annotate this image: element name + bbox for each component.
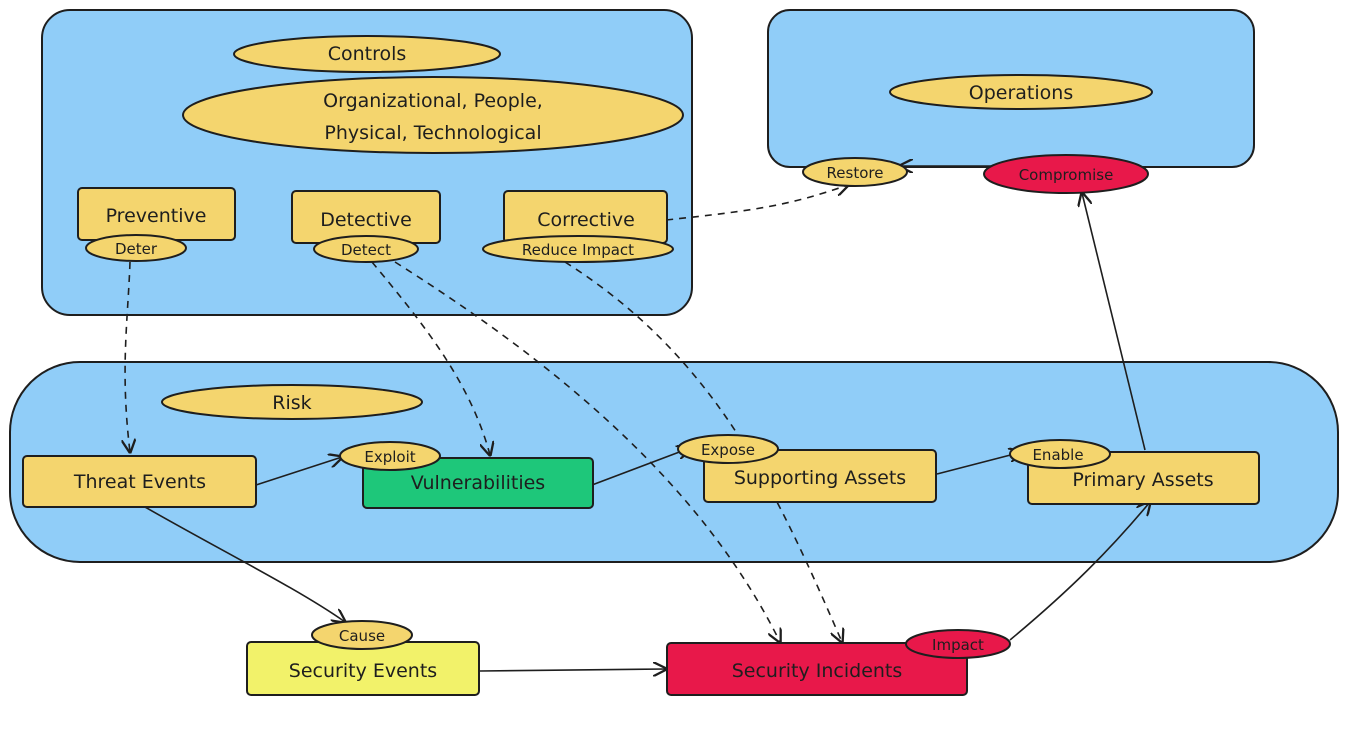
- security-incidents-box: [666, 642, 968, 696]
- vulnerabilities-box: [362, 457, 594, 509]
- controls-title: Controls: [328, 43, 407, 65]
- detect-bubble: [313, 235, 419, 263]
- edge-impact-primary: [1009, 502, 1150, 641]
- restore-bubble: [802, 157, 908, 187]
- cause-label: Cause: [339, 627, 385, 645]
- edge-threat-exploit: [255, 457, 342, 486]
- exploit-bubble: [339, 441, 441, 471]
- expose-label: Expose: [701, 441, 755, 459]
- threat-events-box: [22, 455, 257, 508]
- risk-title-bubble: [161, 384, 423, 420]
- detect-label: Detect: [341, 241, 391, 259]
- controls-types-line2: Physical, Technological: [324, 122, 541, 144]
- cause-bubble: [311, 620, 413, 650]
- detective-label: Detective: [320, 209, 412, 231]
- expose-bubble: [677, 434, 779, 464]
- operations-title: Operations: [969, 82, 1073, 104]
- threat-events-label: Threat Events: [73, 471, 206, 493]
- controls-types-bubble: [182, 76, 684, 154]
- edge-vuln-expose: [591, 448, 690, 486]
- compromise-label: Compromise: [1019, 166, 1114, 184]
- corrective-label: Corrective: [537, 209, 635, 231]
- edge-detect-vulnerabilities: [371, 261, 490, 455]
- operations-title-bubble: [889, 74, 1153, 110]
- risk-title: Risk: [272, 392, 311, 414]
- preventive-label: Preventive: [106, 205, 207, 227]
- enable-label: Enable: [1032, 446, 1083, 464]
- primary-assets-label: Primary Assets: [1072, 469, 1213, 491]
- enable-bubble: [1009, 439, 1111, 469]
- reduce-impact-label: Reduce Impact: [522, 241, 634, 259]
- edge-detect-incidents: [394, 261, 780, 642]
- reduce-impact-bubble: [482, 235, 674, 263]
- controls-types-line1: Organizational, People,: [323, 90, 543, 112]
- edge-corrective-restore: [665, 185, 848, 221]
- deter-bubble: [85, 234, 187, 262]
- controls-title-bubble: [233, 35, 501, 73]
- deter-label: Deter: [115, 240, 158, 258]
- security-events-label: Security Events: [289, 660, 437, 682]
- edge-threat-cause: [144, 506, 345, 622]
- security-incidents-label: Security Incidents: [732, 660, 903, 682]
- compromise-bubble: [983, 154, 1149, 194]
- edge-supporting-enable: [936, 452, 1022, 475]
- edge-deter-threat: [125, 261, 130, 452]
- supporting-assets-label: Supporting Assets: [734, 467, 906, 489]
- vulnerabilities-label: Vulnerabilities: [411, 472, 545, 494]
- impact-label: Impact: [932, 636, 984, 654]
- supporting-assets-box: [703, 449, 937, 503]
- edge-primary-compromise: [1082, 193, 1146, 451]
- edge-events-incidents: [479, 669, 666, 671]
- impact-bubble: [905, 629, 1011, 659]
- restore-label: Restore: [827, 164, 884, 182]
- exploit-label: Exploit: [364, 448, 415, 466]
